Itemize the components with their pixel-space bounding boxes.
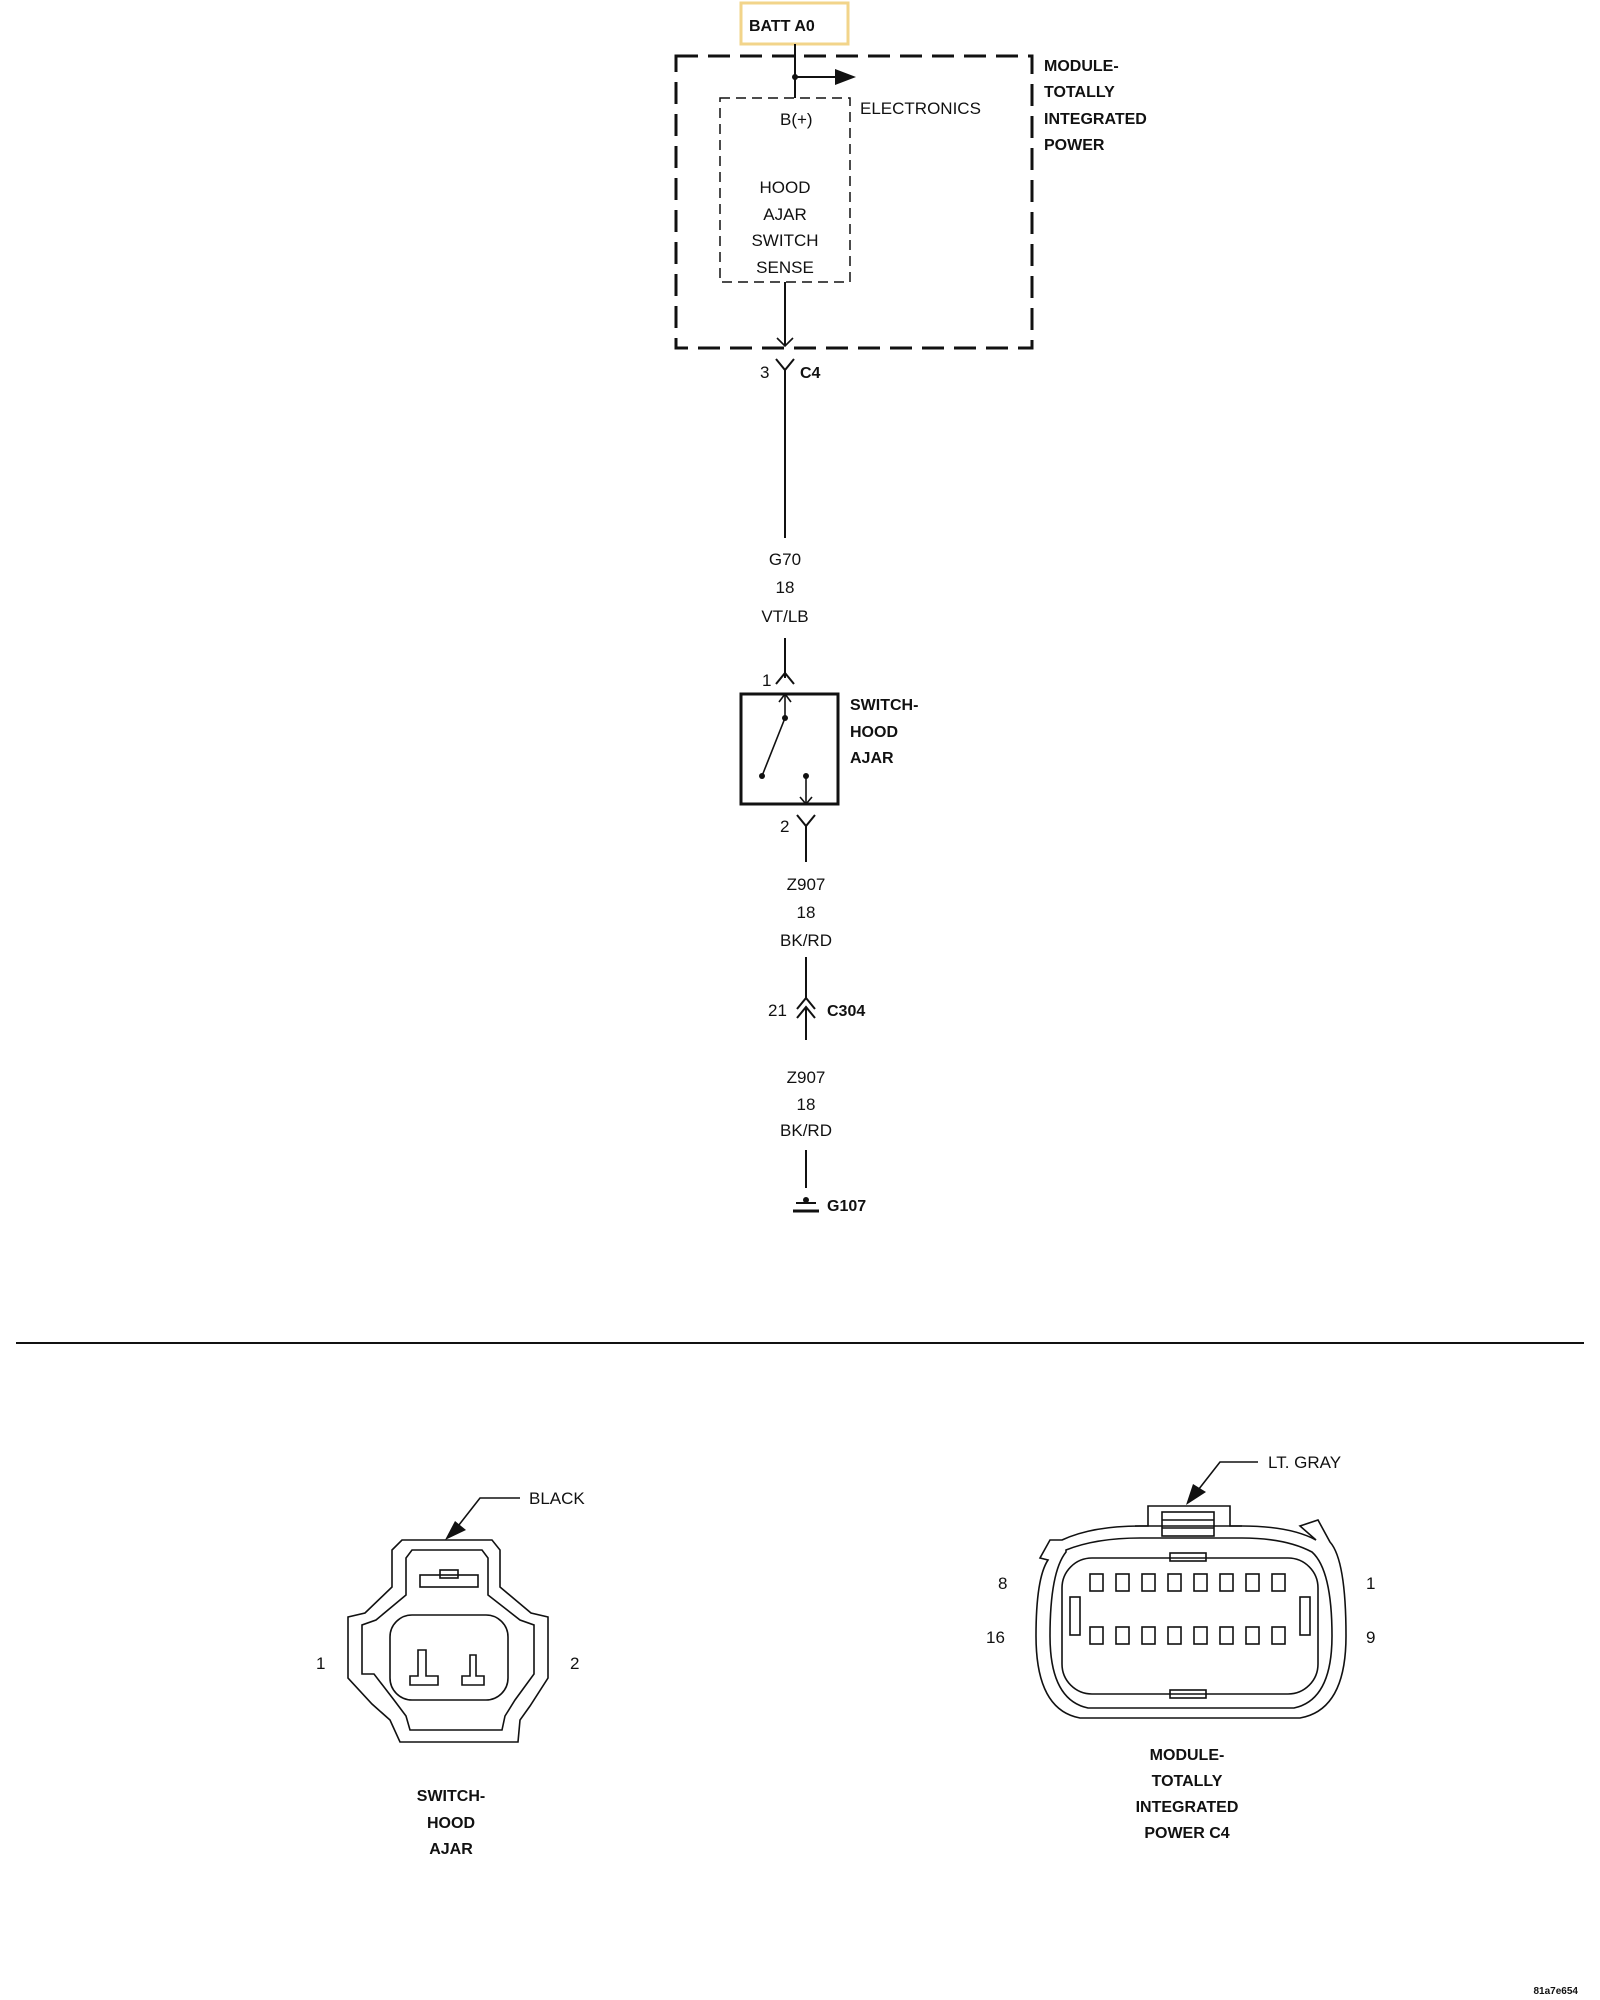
wire-g70-label: G70 18 VT/LB	[761, 550, 808, 626]
connector-c4[interactable]	[775, 358, 795, 380]
svg-text:18: 18	[776, 578, 795, 597]
c304-pin-number: 21	[768, 1001, 787, 1020]
switch-view-title: SWITCH- HOOD AJAR	[417, 1788, 485, 1858]
sense-output-wire	[776, 282, 794, 348]
tipm-view-color-label: LT. GRAY	[1268, 1453, 1341, 1472]
hood-ajar-switch[interactable]	[739, 692, 840, 806]
svg-text:TOTALLY: TOTALLY	[1044, 84, 1115, 101]
svg-text:HOOD: HOOD	[427, 1815, 475, 1832]
svg-text:TOTALLY: TOTALLY	[1152, 1773, 1223, 1790]
svg-text:HOOD: HOOD	[760, 178, 811, 197]
svg-text:MODULE-: MODULE-	[1150, 1747, 1225, 1764]
svg-text:HOOD: HOOD	[850, 724, 898, 741]
svg-text:VT/LB: VT/LB	[761, 607, 808, 626]
figure-code: 81a7e654	[1534, 1986, 1579, 1997]
svg-text:SWITCH-: SWITCH-	[850, 697, 918, 714]
switch-view-color-label: BLACK	[529, 1489, 585, 1508]
svg-text:POWER: POWER	[1044, 137, 1105, 154]
batt-a0-label: BATT A0	[749, 18, 815, 35]
svg-text:BK/RD: BK/RD	[780, 1121, 832, 1140]
ground-g107-label: G107	[827, 1198, 866, 1215]
switch-pin2-number: 2	[780, 817, 789, 836]
svg-text:SWITCH-: SWITCH-	[417, 1788, 485, 1805]
hood-ajar-switch-sense-label: HOOD AJAR SWITCH SENSE	[751, 178, 818, 277]
svg-text:BK/RD: BK/RD	[780, 931, 832, 950]
tipm-view-pin-9: 9	[1366, 1628, 1375, 1647]
svg-text:AJAR: AJAR	[429, 1841, 473, 1858]
c4-connector-label: C4	[800, 365, 821, 382]
svg-text:SENSE: SENSE	[756, 258, 814, 277]
svg-text:18: 18	[797, 1095, 816, 1114]
svg-text:AJAR: AJAR	[763, 205, 806, 224]
switch-view-pin-left: 1	[316, 1654, 325, 1673]
tipm-module-title: MODULE- TOTALLY INTEGRATED POWER	[1044, 58, 1147, 154]
svg-text:INTEGRATED: INTEGRATED	[1136, 1799, 1239, 1816]
svg-text:AJAR: AJAR	[850, 750, 894, 767]
tipm-view-pin-1: 1	[1366, 1574, 1375, 1593]
svg-text:POWER C4: POWER C4	[1144, 1825, 1229, 1842]
svg-text:SWITCH: SWITCH	[751, 231, 818, 250]
svg-text:MODULE-: MODULE-	[1044, 58, 1119, 75]
tipm-c4-connector-view[interactable]	[1035, 1461, 1347, 1719]
switch-hood-ajar-title: SWITCH- HOOD AJAR	[850, 697, 918, 767]
tipm-view-pin-16: 16	[986, 1628, 1005, 1647]
electronics-label: ELECTRONICS	[860, 99, 981, 118]
tipm-view-title: MODULE- TOTALLY INTEGRATED POWER C4	[1136, 1747, 1239, 1842]
battery-feed	[792, 44, 856, 98]
c304-connector-label: C304	[827, 1003, 865, 1020]
c4-pin-number: 3	[760, 363, 769, 382]
batt-a0-tag[interactable]: BATT A0	[739, 1, 850, 46]
svg-text:INTEGRATED: INTEGRATED	[1044, 111, 1147, 128]
svg-text:18: 18	[797, 903, 816, 922]
switch-pin1-terminal	[775, 671, 795, 685]
switch-connector-view[interactable]	[347, 1497, 549, 1743]
svg-text:Z907: Z907	[787, 875, 826, 894]
wire-z907-lower-label: Z907 18 BK/RD	[780, 1068, 832, 1140]
electronics-box	[719, 97, 851, 283]
ground-g107[interactable]	[793, 1197, 819, 1213]
tipm-view-pin-8: 8	[998, 1574, 1007, 1593]
switch-pin1-number: 1	[762, 671, 771, 690]
switch-view-pin-right: 2	[570, 1654, 579, 1673]
b-plus-label: B(+)	[780, 110, 813, 129]
connector-c304[interactable]	[796, 996, 816, 1040]
svg-text:Z907: Z907	[787, 1068, 826, 1087]
wire-z907-upper-label: Z907 18 BK/RD	[780, 875, 832, 950]
tipm-module[interactable]	[674, 54, 1034, 350]
switch-pin2-terminal	[796, 814, 816, 828]
svg-text:G70: G70	[769, 550, 801, 569]
